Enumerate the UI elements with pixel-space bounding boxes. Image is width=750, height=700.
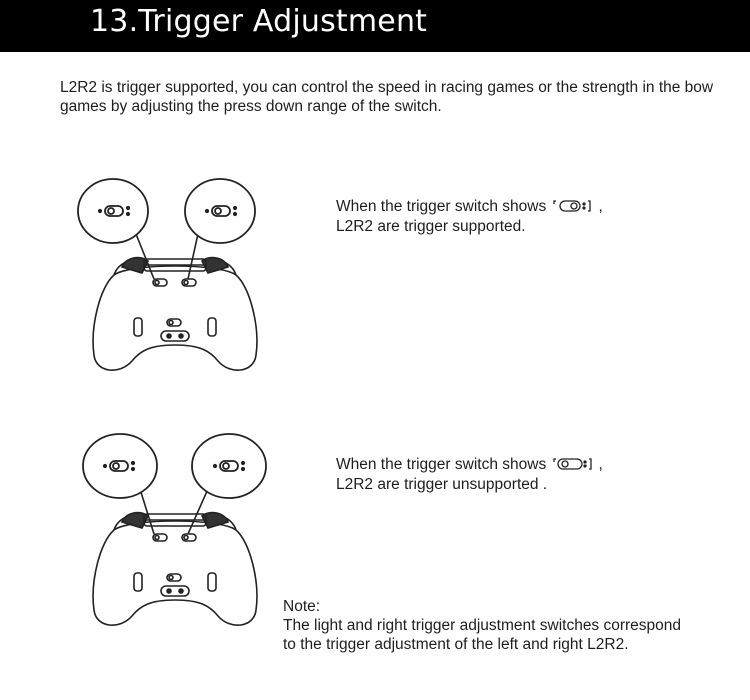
trigger-switch-off-icon [82,433,158,499]
caption-line1-suffix: , [598,198,603,215]
header-bar: 13.Trigger Adjustment [0,0,750,52]
trigger-switch-off-icon [191,433,267,499]
note-line1: The light and right trigger adjustment s… [283,617,682,634]
trigger-switch-off-icon [552,458,592,470]
trigger-switch-on-icon [552,200,591,212]
intro-paragraph: L2R2 is trigger supported, you can contr… [60,79,714,115]
unsupported-caption: When the trigger switch shows , L2R2 are… [336,455,603,495]
trigger-switch-on-icon [77,178,149,244]
caption-line1-text: When the trigger switch shows [336,198,547,215]
trigger-switch-on-icon [184,178,256,244]
caption-line1-text: When the trigger switch shows [336,456,547,473]
note-line2: to the trigger adjustment of the left an… [283,636,629,653]
note-label: Note: [283,598,321,615]
note-block: Note: The light and right trigger adjust… [283,597,681,654]
page-title: 13.Trigger Adjustment [90,4,428,39]
controller-unsupported-figure [82,433,267,626]
caption-line2-text: L2R2 are trigger supported. [336,218,526,235]
caption-line1-suffix: , [598,456,603,473]
supported-caption: When the trigger switch shows , L2R2 are… [336,197,603,237]
caption-line2-text: L2R2 are trigger unsupported . [336,476,548,493]
controller-supported-figure [77,178,258,371]
controller-back-icon [92,511,258,626]
controller-back-icon [92,256,258,371]
